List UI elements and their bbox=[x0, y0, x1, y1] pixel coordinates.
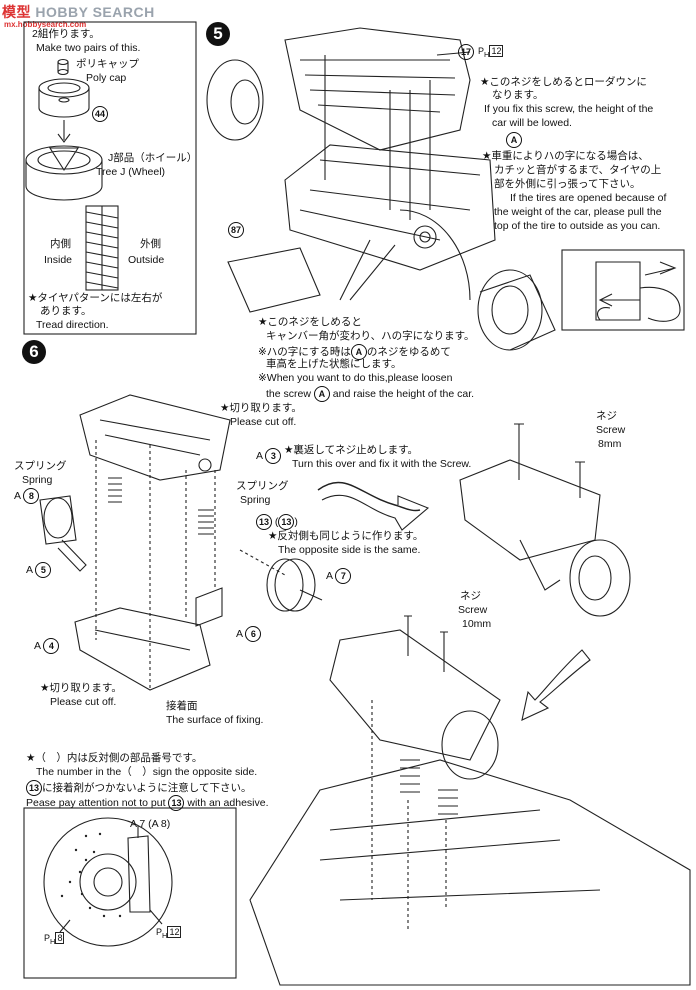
disc-part-label: A 7 (A 8) bbox=[130, 818, 171, 830]
camber-en-1: ※When you want to do this,please loosen bbox=[258, 372, 453, 384]
screw-10-size: 10mm bbox=[462, 618, 492, 630]
part-a6: A 6 bbox=[236, 626, 262, 642]
a-marker-badge: A bbox=[506, 132, 522, 148]
turn-over-jp: ★裏返してネジ止めします。 bbox=[284, 444, 419, 456]
lowdown-en-2: car will be lowed. bbox=[492, 117, 572, 129]
adhesive-note-en: Pease pay attention not to put 13 with a… bbox=[26, 795, 269, 811]
step-5-badge: 5 bbox=[206, 22, 230, 46]
screw-10-en: Screw bbox=[458, 604, 488, 616]
spring-1-en: Spring bbox=[22, 474, 53, 486]
part-17-badge: 17 bbox=[458, 44, 474, 60]
inside-jp: 内側 bbox=[50, 238, 71, 250]
camber-pull-jp-1: ★車重によりハの字になる場合は、 bbox=[482, 150, 649, 162]
polycap-drawing bbox=[57, 58, 69, 76]
screw-8-en: Screw bbox=[596, 424, 626, 436]
turn-over-en: Turn this over and fix it with the Screw… bbox=[292, 458, 472, 470]
polycap-label-en: Poly cap bbox=[86, 72, 127, 84]
part-44-badge: 44 bbox=[92, 106, 108, 122]
inside-en: Inside bbox=[44, 254, 73, 266]
tree-j-jp: J部品（ホイール） bbox=[108, 152, 198, 164]
cut-off-en-2: Please cut off. bbox=[50, 696, 117, 708]
step6-drawing bbox=[23, 394, 691, 986]
perforation-dots bbox=[60, 832, 122, 918]
step-6-badge: 6 bbox=[22, 340, 46, 364]
spring-1-jp: スプリング bbox=[14, 460, 67, 472]
make-two-en: Make two pairs of this. bbox=[36, 42, 141, 54]
camber-pull-jp-2: カチッと音がするまで、タイヤの上 bbox=[494, 164, 662, 176]
lowdown-en-1: If you fix this screw, the height of the bbox=[484, 103, 654, 115]
tread-en: Tread direction. bbox=[36, 319, 109, 331]
outside-jp: 外側 bbox=[140, 238, 161, 250]
part-a8: A 8 bbox=[14, 488, 40, 504]
tread-pattern bbox=[85, 205, 119, 291]
screw-10-jp: ネジ bbox=[460, 590, 481, 602]
outside-en: Outside bbox=[128, 254, 165, 266]
fix-surface-en: The surface of fixing. bbox=[166, 714, 264, 726]
part-13-pair: 13 (13) bbox=[256, 514, 298, 530]
cut-off-jp-2: ★切り取ります。 bbox=[40, 682, 122, 694]
part-a3: A 3 bbox=[256, 448, 282, 464]
opposite-jp: ★反対側も同じように作ります。 bbox=[268, 530, 424, 542]
lowdown-jp-1: ★このネジをしめるとローダウンに bbox=[480, 76, 647, 88]
watermark-cn: 模型 bbox=[2, 4, 31, 20]
camber-en-2: the screw A and raise the height of the … bbox=[266, 386, 475, 402]
part-a5: A 5 bbox=[26, 562, 52, 578]
tread-jp-1: ★タイヤパターンには左右が bbox=[28, 292, 163, 304]
camber-jp-4: 車高を上げた状態にします。 bbox=[266, 358, 402, 370]
watermark: 模型 HOBBY SEARCH bbox=[2, 2, 155, 22]
screw-8-jp: ネジ bbox=[596, 410, 617, 422]
tire-box-frame bbox=[23, 21, 197, 335]
fix-surface-jp: 接着面 bbox=[166, 700, 198, 712]
step5-drawing bbox=[206, 27, 685, 351]
screw-8-size: 8mm bbox=[598, 438, 622, 450]
tree-j-en: Tree J (Wheel) bbox=[96, 166, 166, 178]
camber-pull-en-1: If the tires are opened because of bbox=[510, 192, 667, 204]
camber-pull-en-2: the weight of the car, please pull the bbox=[494, 206, 662, 218]
spring-2-jp: スプリング bbox=[236, 480, 289, 492]
cut-off-jp-1: ★切り取ります。 bbox=[220, 402, 302, 414]
wheel-drawing bbox=[38, 78, 90, 118]
tire-drawing bbox=[25, 145, 103, 201]
paren-note-jp: ★（ ）内は反対側の部品番号です。 bbox=[26, 752, 203, 764]
camber-jp-2: キャンバー角が変わり、ハの字になります。 bbox=[266, 330, 475, 342]
cut-off-en-1: Please cut off. bbox=[230, 416, 297, 428]
opposite-en: The opposite side is the same. bbox=[278, 544, 421, 556]
spring-2-en: Spring bbox=[240, 494, 271, 506]
watermark-en: HOBBY SEARCH bbox=[35, 4, 155, 20]
make-two-jp: 2組作ります。 bbox=[32, 28, 100, 40]
part-87-badge: 87 bbox=[228, 222, 244, 238]
camber-pull-jp-3: 部を外側に引っ張って下さい。 bbox=[494, 178, 641, 190]
tread-jp-2: あります。 bbox=[40, 305, 92, 317]
camber-pull-en-3: top of the tire to outside as you can. bbox=[494, 220, 661, 232]
part-a7: A 7 bbox=[326, 568, 352, 584]
camber-jp-1: ★このネジをしめると bbox=[258, 316, 362, 328]
lowdown-jp-2: なります。 bbox=[492, 89, 544, 101]
polycap-label-jp: ポリキャップ bbox=[76, 58, 139, 70]
paren-note-en: The number in the（ ）sign the opposite si… bbox=[36, 766, 258, 778]
watermark-url: mx.hobbysearch.com bbox=[4, 20, 87, 29]
part-a4: A 4 bbox=[34, 638, 60, 654]
